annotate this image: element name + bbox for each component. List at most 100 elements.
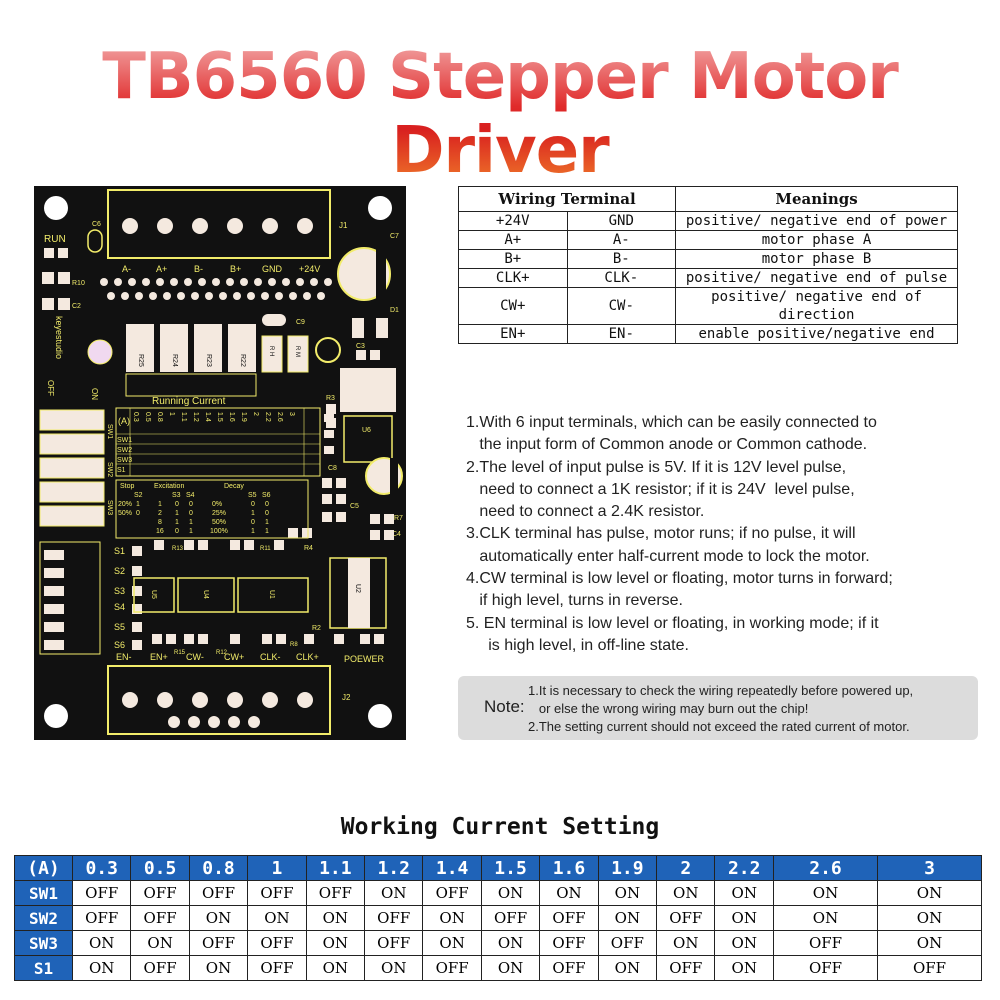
note-item: 3.CLK terminal has pulse, motor runs; if… bbox=[466, 525, 870, 565]
brand-label: keyestudio bbox=[54, 316, 64, 359]
label-r24: R24 bbox=[171, 354, 178, 367]
table-cell: ON bbox=[597, 955, 658, 981]
label-c5: C5 bbox=[350, 503, 359, 510]
table-row: CW+ CW- positive/ negative end of direct… bbox=[458, 287, 958, 325]
table-cell: ON bbox=[597, 905, 658, 931]
table-row: EN+ EN- enable positive/negative end bbox=[458, 324, 958, 344]
table-cell: OFF bbox=[130, 905, 190, 931]
row-header: SW3 bbox=[14, 930, 73, 956]
table-cell: ON bbox=[597, 880, 658, 906]
table-cell: OFF bbox=[130, 880, 190, 906]
stop-row: 1 bbox=[136, 501, 140, 508]
label-r11: R11 bbox=[260, 546, 271, 552]
table-cell: ON bbox=[480, 880, 541, 906]
pad bbox=[356, 350, 366, 360]
svg-text:S1: S1 bbox=[114, 546, 125, 556]
label-sw1: SW1 bbox=[106, 424, 113, 439]
excitation-col: S3 bbox=[172, 492, 181, 499]
svg-text:S3: S3 bbox=[114, 586, 125, 596]
feature-notes: 1.With 6 input terminals, which can be e… bbox=[466, 412, 986, 657]
svg-text:1: 1 bbox=[251, 510, 255, 517]
pin-label: +24V bbox=[299, 264, 320, 274]
running-current-values: 0.3 0.5 0.8 1 1.1 1.2 1.4 1.5 1.6 1.9 2 … bbox=[132, 412, 295, 422]
label-u4: U4 bbox=[202, 590, 209, 599]
rc-value: 2.2 bbox=[264, 412, 271, 422]
table-cell: OFF bbox=[422, 955, 482, 981]
table-cell: motor phase B bbox=[675, 249, 958, 269]
table-cell: CW- bbox=[566, 287, 677, 325]
capacitor-c8-band bbox=[390, 458, 398, 494]
column-header: 0.5 bbox=[130, 855, 190, 881]
label-r22: R22 bbox=[239, 354, 246, 367]
warning-note-box: Note: 1.It is necessary to check the wir… bbox=[458, 676, 978, 740]
running-current-title: Running Current bbox=[152, 396, 226, 407]
label-c4: C4 bbox=[392, 531, 401, 538]
svg-text:1: 1 bbox=[265, 528, 269, 535]
table-cell: OFF bbox=[247, 930, 307, 956]
table-cell: OFF bbox=[539, 955, 599, 981]
rc-value: 0.8 bbox=[156, 412, 163, 422]
excitation-col: S4 bbox=[186, 492, 195, 499]
column-header: 1.5 bbox=[480, 855, 541, 881]
label-r3: R3 bbox=[326, 395, 335, 402]
pad bbox=[370, 350, 380, 360]
table-cell: ON bbox=[188, 955, 249, 981]
label-rm: R M bbox=[294, 346, 300, 357]
table-cell: OFF bbox=[247, 880, 307, 906]
table-cell: OFF bbox=[597, 930, 658, 956]
table-cell: ON bbox=[714, 880, 774, 906]
decay-col: S6 bbox=[262, 492, 271, 499]
svg-text:1: 1 bbox=[175, 519, 179, 526]
ic-u1 bbox=[237, 577, 309, 613]
column-header: 0.8 bbox=[188, 855, 249, 881]
table-cell: ON bbox=[714, 930, 774, 956]
table-cell: ON bbox=[305, 955, 366, 981]
label-rh: R H bbox=[268, 346, 274, 356]
table-cell: OFF bbox=[247, 955, 307, 981]
svg-text:S4: S4 bbox=[114, 602, 125, 612]
table-cell: CLK- bbox=[566, 268, 677, 288]
note-item: 4.CW terminal is low level or floating, … bbox=[466, 570, 893, 610]
column-header: 3 bbox=[877, 855, 982, 881]
working-current-title: Working Current Setting bbox=[340, 814, 660, 840]
pin-label: EN+ bbox=[150, 652, 168, 662]
table-cell: ON bbox=[656, 880, 716, 906]
rc-value: 1.2 bbox=[192, 412, 199, 422]
svg-text:1: 1 bbox=[158, 501, 162, 508]
stop-row: 0 bbox=[136, 510, 140, 517]
label-r15: R15 bbox=[174, 650, 186, 656]
table-cell: ON bbox=[188, 905, 249, 931]
table-cell: OFF bbox=[656, 955, 716, 981]
table-cell: +24V bbox=[458, 211, 568, 231]
decay-col: S5 bbox=[248, 492, 257, 499]
table-cell: OFF bbox=[71, 905, 132, 931]
table-cell: ON bbox=[364, 880, 424, 906]
table-cell: ON bbox=[71, 930, 132, 956]
table-cell: OFF bbox=[305, 880, 366, 906]
label-r23: R23 bbox=[205, 354, 212, 367]
dip-switch-s1-s6 bbox=[39, 541, 101, 655]
table-cell: ON bbox=[877, 880, 982, 906]
board-svg: J1 A- A+ B- B+ GND +24V RUN R10 C2 C6 ke… bbox=[34, 186, 406, 740]
resistor-rh bbox=[261, 335, 283, 373]
table-cell: OFF bbox=[422, 880, 482, 906]
rc-value: 3 bbox=[288, 412, 295, 416]
table-cell: ON bbox=[130, 930, 190, 956]
table-cell: OFF bbox=[539, 905, 599, 931]
switch-labels: S1 S2 S3 S4 S5 S6 bbox=[114, 546, 125, 650]
table-cell: ON bbox=[773, 880, 878, 906]
table-cell: ON bbox=[422, 905, 482, 931]
mounting-hole bbox=[44, 196, 68, 220]
settings-tables bbox=[115, 479, 309, 539]
table-cell: GND bbox=[566, 211, 677, 231]
rc-value: 1.4 bbox=[204, 412, 211, 422]
connector-j1-outline bbox=[107, 189, 331, 259]
table-cell: OFF bbox=[539, 930, 599, 956]
row-header: SW1 bbox=[14, 880, 73, 906]
svg-text:2: 2 bbox=[158, 510, 162, 517]
switch-side-pads bbox=[132, 546, 142, 650]
column-header: 2.6 bbox=[773, 855, 878, 881]
svg-text:50%: 50% bbox=[212, 519, 226, 526]
